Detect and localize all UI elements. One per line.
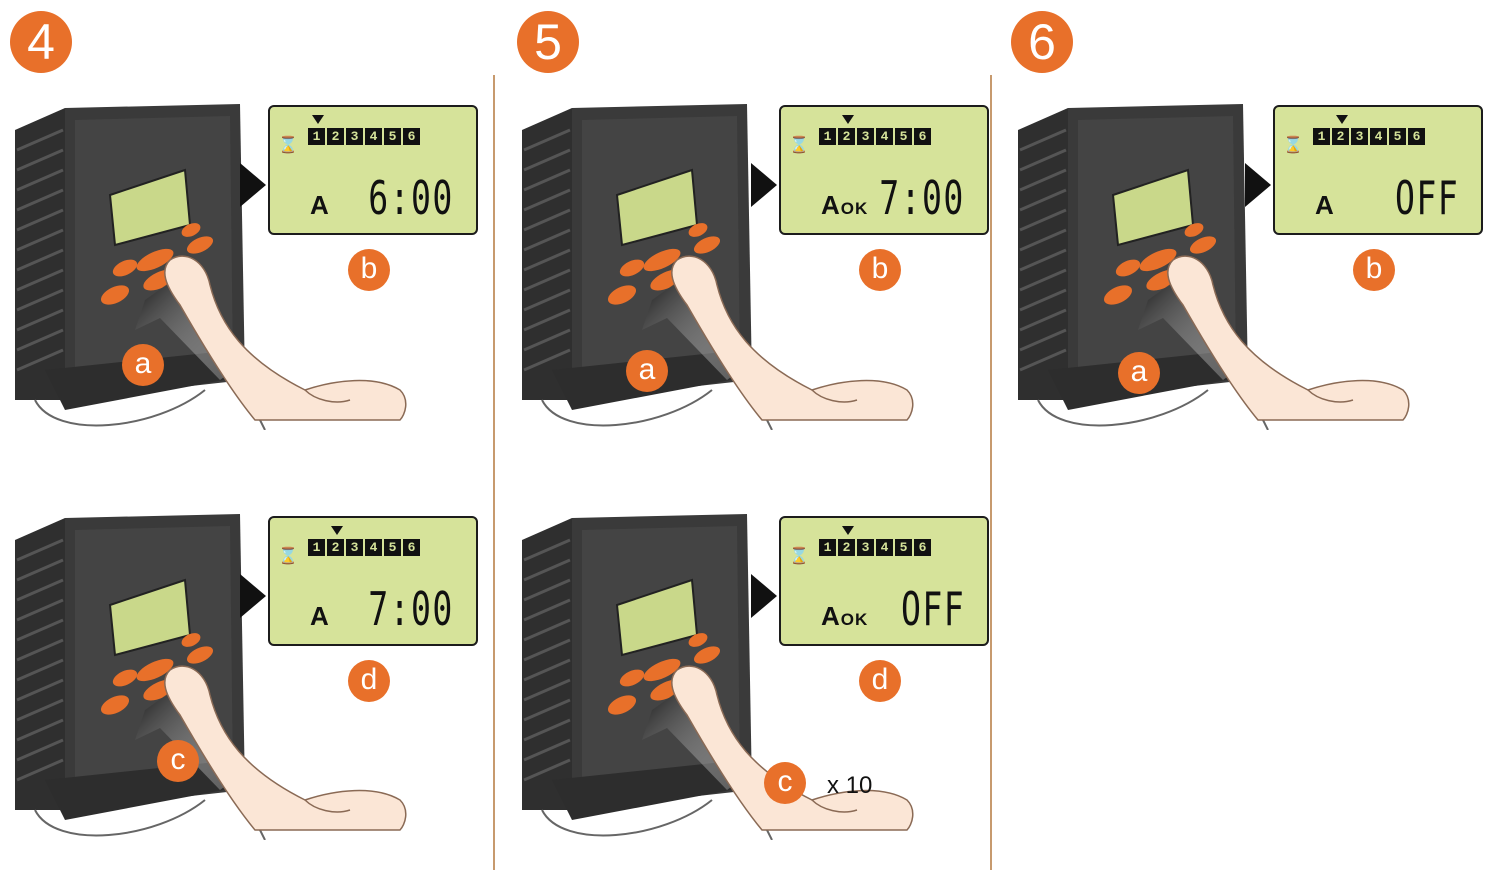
screen-label: b: [1353, 249, 1395, 291]
result-arrow-icon: [240, 163, 266, 207]
day-pointer-icon: [331, 526, 343, 535]
press-label: c: [764, 762, 806, 804]
lcd-time: 6:00: [368, 171, 454, 225]
lcd-mode: A: [1315, 190, 1335, 221]
screen-label: b: [348, 249, 390, 291]
result-arrow-icon: [751, 163, 777, 207]
result-arrow-icon: [240, 574, 266, 618]
step-number-6: 6: [1011, 11, 1073, 73]
column-separator: [493, 75, 495, 870]
lcd-mode: A: [310, 601, 330, 632]
lcd-time: 7:00: [368, 582, 454, 636]
day-pointer-icon: [1336, 115, 1348, 124]
lcd-mode: A: [310, 190, 330, 221]
timer-icon: ⌛: [789, 546, 809, 565]
press-label: a: [122, 344, 164, 386]
day-pointer-icon: [842, 115, 854, 124]
lcd-time: 7:00: [879, 171, 965, 225]
press-label: a: [1118, 352, 1160, 394]
screen-label: b: [859, 249, 901, 291]
lcd-mode: AOK: [821, 601, 868, 632]
lcd-time: OFF: [1395, 171, 1459, 225]
lcd-mode: AOK: [821, 190, 868, 221]
step-number-5: 5: [517, 11, 579, 73]
day-pointer-icon: [312, 115, 324, 124]
screen-label: d: [859, 660, 901, 702]
step-number-4: 4: [10, 11, 72, 73]
timer-icon: ⌛: [789, 135, 809, 154]
screen-label: d: [348, 660, 390, 702]
timer-icon: ⌛: [278, 135, 298, 154]
timer-icon: ⌛: [278, 546, 298, 565]
result-arrow-icon: [1245, 163, 1271, 207]
timer-icon: ⌛: [1283, 135, 1303, 154]
lcd-time: OFF: [901, 582, 965, 636]
press-label: c: [157, 740, 199, 782]
press-label: a: [626, 350, 668, 392]
repeat-count-label: x 10: [827, 772, 872, 800]
result-arrow-icon: [751, 574, 777, 618]
day-pointer-icon: [842, 526, 854, 535]
